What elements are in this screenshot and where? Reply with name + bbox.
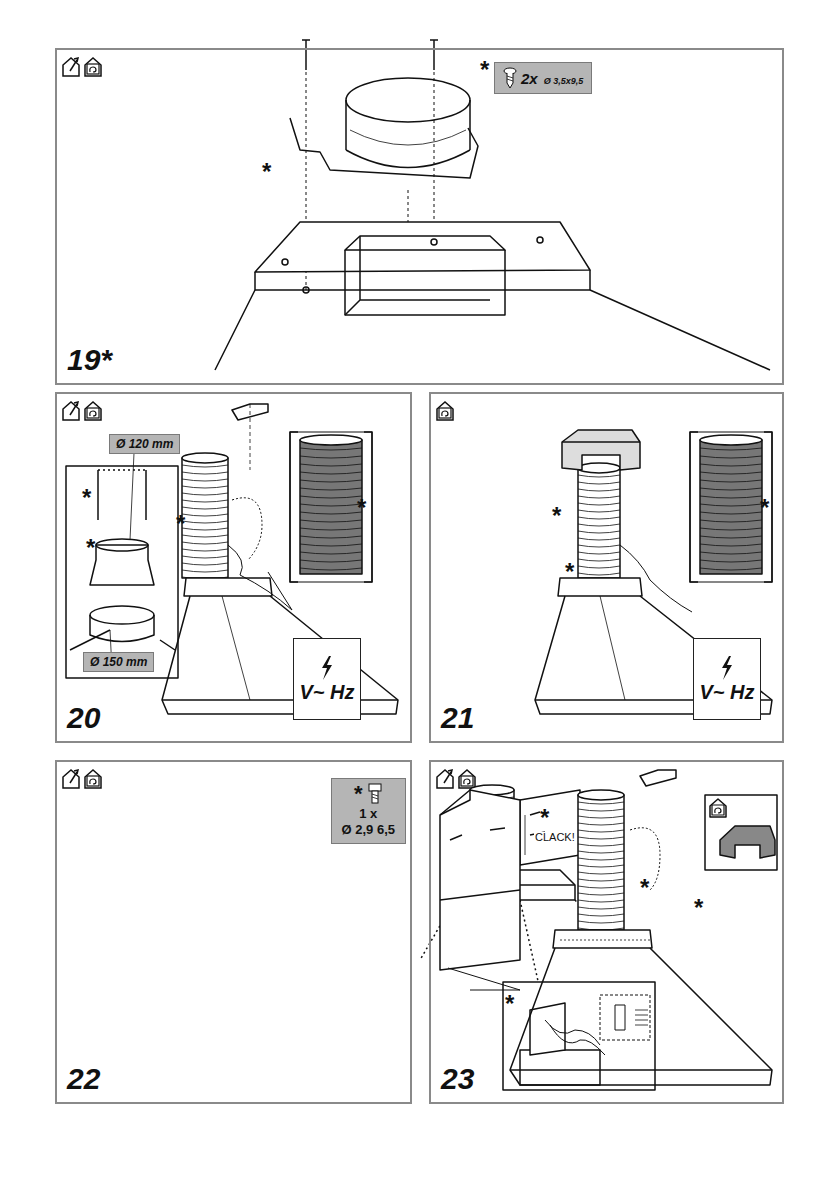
- sound-note: CLACK!: [534, 832, 576, 843]
- asterisk: *: [86, 536, 95, 560]
- screw-callout: *1 xØ 2,9 6,5: [331, 778, 406, 844]
- asterisk: *: [357, 496, 366, 520]
- step-number: 21: [441, 703, 474, 733]
- step-number: 22: [67, 1064, 100, 1094]
- asterisk: *: [760, 496, 769, 520]
- step-number: 20: [67, 703, 100, 733]
- step-number: 19*: [67, 345, 112, 375]
- voltage-label: V~ Hz: [699, 681, 754, 704]
- dimension: Ø 120 mm: [116, 437, 173, 451]
- screw-icon: [503, 67, 517, 89]
- voltage-symbol: [317, 655, 337, 681]
- step-panel: 20 Ø 120 mm Ø 150 mm V~ Hz: [55, 392, 412, 743]
- screw-icon: [367, 783, 383, 805]
- dimension-box: Ø 150 mm: [83, 652, 154, 672]
- asterisk: *: [176, 512, 185, 536]
- asterisk: *: [540, 806, 549, 830]
- quantity: 2x: [521, 70, 538, 87]
- asterisk: *: [565, 560, 574, 584]
- asterisk: *: [82, 486, 91, 510]
- asterisk: *: [694, 896, 703, 920]
- asterisk: *: [552, 504, 561, 528]
- step-panel: 22 *1 xØ 2,9 6,5: [55, 760, 412, 1104]
- power-supply-box: V~ Hz: [293, 638, 361, 720]
- step-panel: 23: [429, 760, 784, 1104]
- asterisk: *: [640, 876, 649, 900]
- voltage-label: V~ Hz: [299, 681, 354, 704]
- step-panel: 19* 2x Ø 3,5x9,5: [55, 48, 784, 385]
- quantity: 1 x: [359, 806, 377, 821]
- screw-callout: 2x Ø 3,5x9,5: [494, 62, 592, 94]
- dimension: Ø 150 mm: [90, 655, 147, 669]
- asterisk: *: [262, 160, 271, 184]
- screw-size: Ø 2,9 6,5: [342, 822, 395, 837]
- step-panel: 21 V~ Hz: [429, 392, 784, 743]
- asterisk: *: [480, 58, 489, 82]
- screw-size: Ø 3,5x9,5: [544, 76, 584, 86]
- asterisk: *: [354, 783, 363, 805]
- power-supply-box: V~ Hz: [693, 638, 761, 720]
- asterisk: *: [505, 992, 514, 1016]
- voltage-symbol: [717, 655, 737, 681]
- dimension-box: Ø 120 mm: [109, 434, 180, 454]
- step-number: 23: [441, 1064, 474, 1094]
